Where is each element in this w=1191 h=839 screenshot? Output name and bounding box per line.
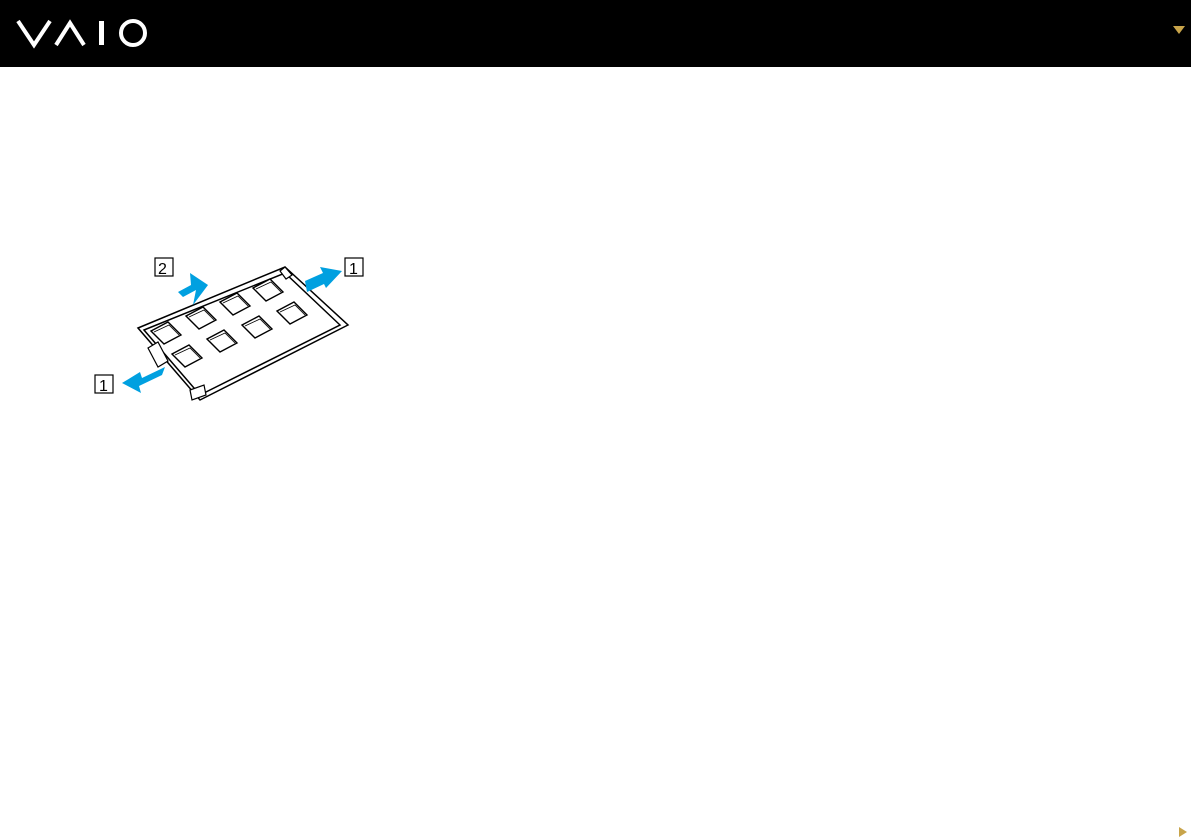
callout-1-left: 1 <box>95 375 113 395</box>
memory-module-figure: 2 1 1 <box>80 245 380 425</box>
callout-1-right: 1 <box>345 258 363 278</box>
vaio-logo <box>16 17 156 49</box>
arrow-right-icon <box>305 267 342 292</box>
svg-text:1: 1 <box>99 378 108 395</box>
svg-text:2: 2 <box>158 261 167 278</box>
header-bar <box>0 0 1191 67</box>
next-page-arrow-icon[interactable] <box>1179 827 1187 837</box>
page-up-arrow-icon[interactable] <box>1173 26 1185 34</box>
svg-text:1: 1 <box>349 261 358 278</box>
callout-2: 2 <box>155 258 173 278</box>
arrow-left-icon <box>122 367 165 393</box>
